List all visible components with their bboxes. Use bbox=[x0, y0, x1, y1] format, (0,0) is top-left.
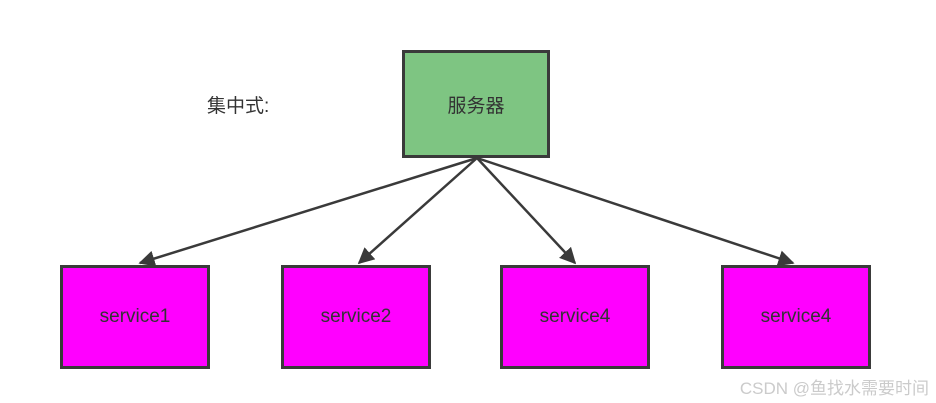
csdn-watermark: CSDN @鱼找水需要时间 bbox=[739, 379, 929, 398]
service-node-label: service2 bbox=[320, 306, 392, 327]
service-node: service4 bbox=[721, 265, 871, 369]
service-node: service2 bbox=[281, 265, 431, 369]
arrow-server-to-service1 bbox=[138, 156, 478, 267]
arrow-server-to-service3 bbox=[476, 157, 577, 265]
service-node-label: service1 bbox=[99, 306, 171, 327]
service-node: service1 bbox=[60, 265, 210, 369]
arrow-server-to-service2 bbox=[357, 157, 478, 265]
service-node-label: service4 bbox=[760, 306, 832, 327]
diagram-caption: 集中式: bbox=[207, 96, 270, 117]
server-node-label: 服务器 bbox=[447, 95, 505, 117]
arrow-server-to-service4 bbox=[476, 156, 795, 267]
service-node-label: service4 bbox=[539, 306, 611, 327]
service-node: service4 bbox=[500, 265, 650, 369]
server-node: 服务器 bbox=[402, 50, 550, 158]
